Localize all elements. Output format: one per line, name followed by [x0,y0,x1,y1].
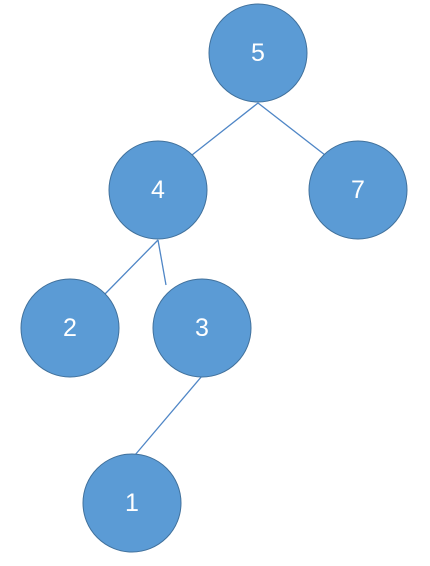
node-label: 2 [63,314,77,342]
node-label: 4 [151,176,165,204]
edge-3-1 [134,375,203,456]
node-circle [308,140,408,240]
edge-4-3 [157,239,167,286]
node-label: 7 [351,176,365,204]
tree-node-4: 4 [108,140,208,240]
node-label: 3 [195,314,209,342]
tree-edges [103,102,326,456]
node-circle [108,140,208,240]
tree-node-7: 7 [308,140,408,240]
node-circle [82,453,182,553]
node-circle [208,3,308,103]
node-label: 1 [125,489,139,517]
tree-nodes: 5 4 7 2 3 1 [20,3,408,553]
edge-5-4 [191,102,259,156]
node-circle [152,278,252,378]
edge-5-7 [257,102,326,156]
tree-node-1: 1 [82,453,182,553]
tree-node-2: 2 [20,278,120,378]
tree-node-3: 3 [152,278,252,378]
node-circle [20,278,120,378]
tree-node-5: 5 [208,3,308,103]
edge-4-2 [103,239,159,296]
node-label: 5 [251,39,265,67]
